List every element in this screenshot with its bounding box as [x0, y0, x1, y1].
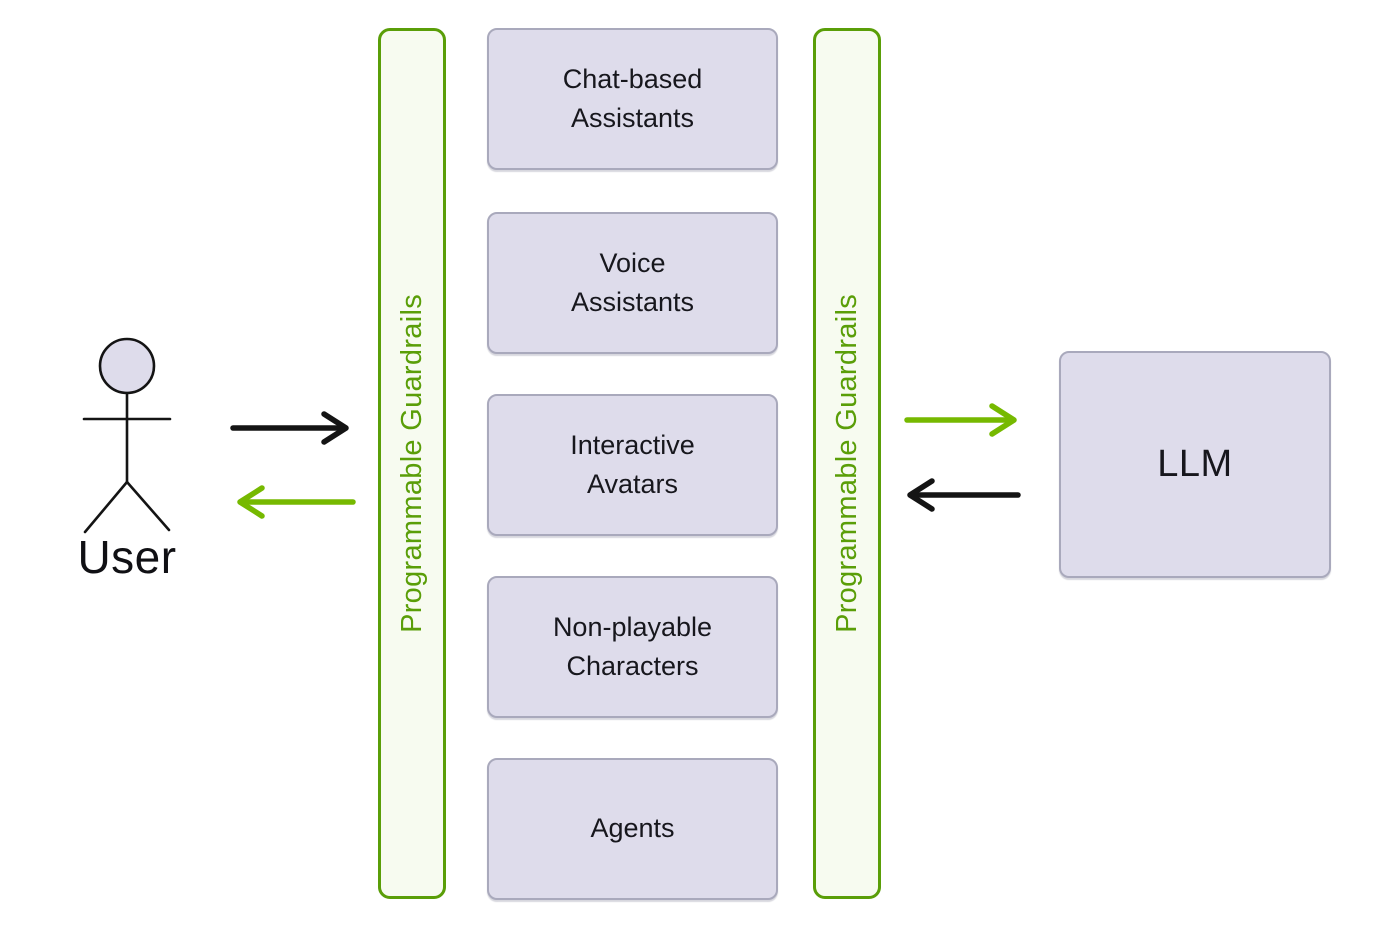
llm-label: LLM: [1157, 443, 1233, 485]
guardrails-left-label: Programmable Guardrails: [395, 294, 428, 633]
user-stick-figure-icon: [82, 337, 172, 534]
arrow-guardrails-to-user: [237, 485, 356, 519]
guardrails-right-label: Programmable Guardrails: [830, 294, 863, 633]
channel-box-voice-assistants: Voice Assistants: [487, 212, 778, 354]
arrow-user-to-guardrails: [230, 411, 349, 445]
guardrails-bar-left: Programmable Guardrails: [378, 28, 446, 899]
arrow-guardrails-to-llm: [904, 403, 1017, 437]
channel-box-chat-based-assistants: Chat-based Assistants: [487, 28, 778, 170]
guardrails-bar-right: Programmable Guardrails: [813, 28, 881, 899]
stick-figure-head: [98, 337, 156, 395]
channel-box-agents: Agents: [487, 758, 778, 900]
channel-box-non-playable-characters: Non-playable Characters: [487, 576, 778, 718]
llm-box: LLM: [1059, 351, 1331, 578]
user-label: User: [77, 531, 177, 583]
arrow-llm-to-guardrails: [907, 478, 1021, 512]
channel-box-interactive-avatars: Interactive Avatars: [487, 394, 778, 536]
